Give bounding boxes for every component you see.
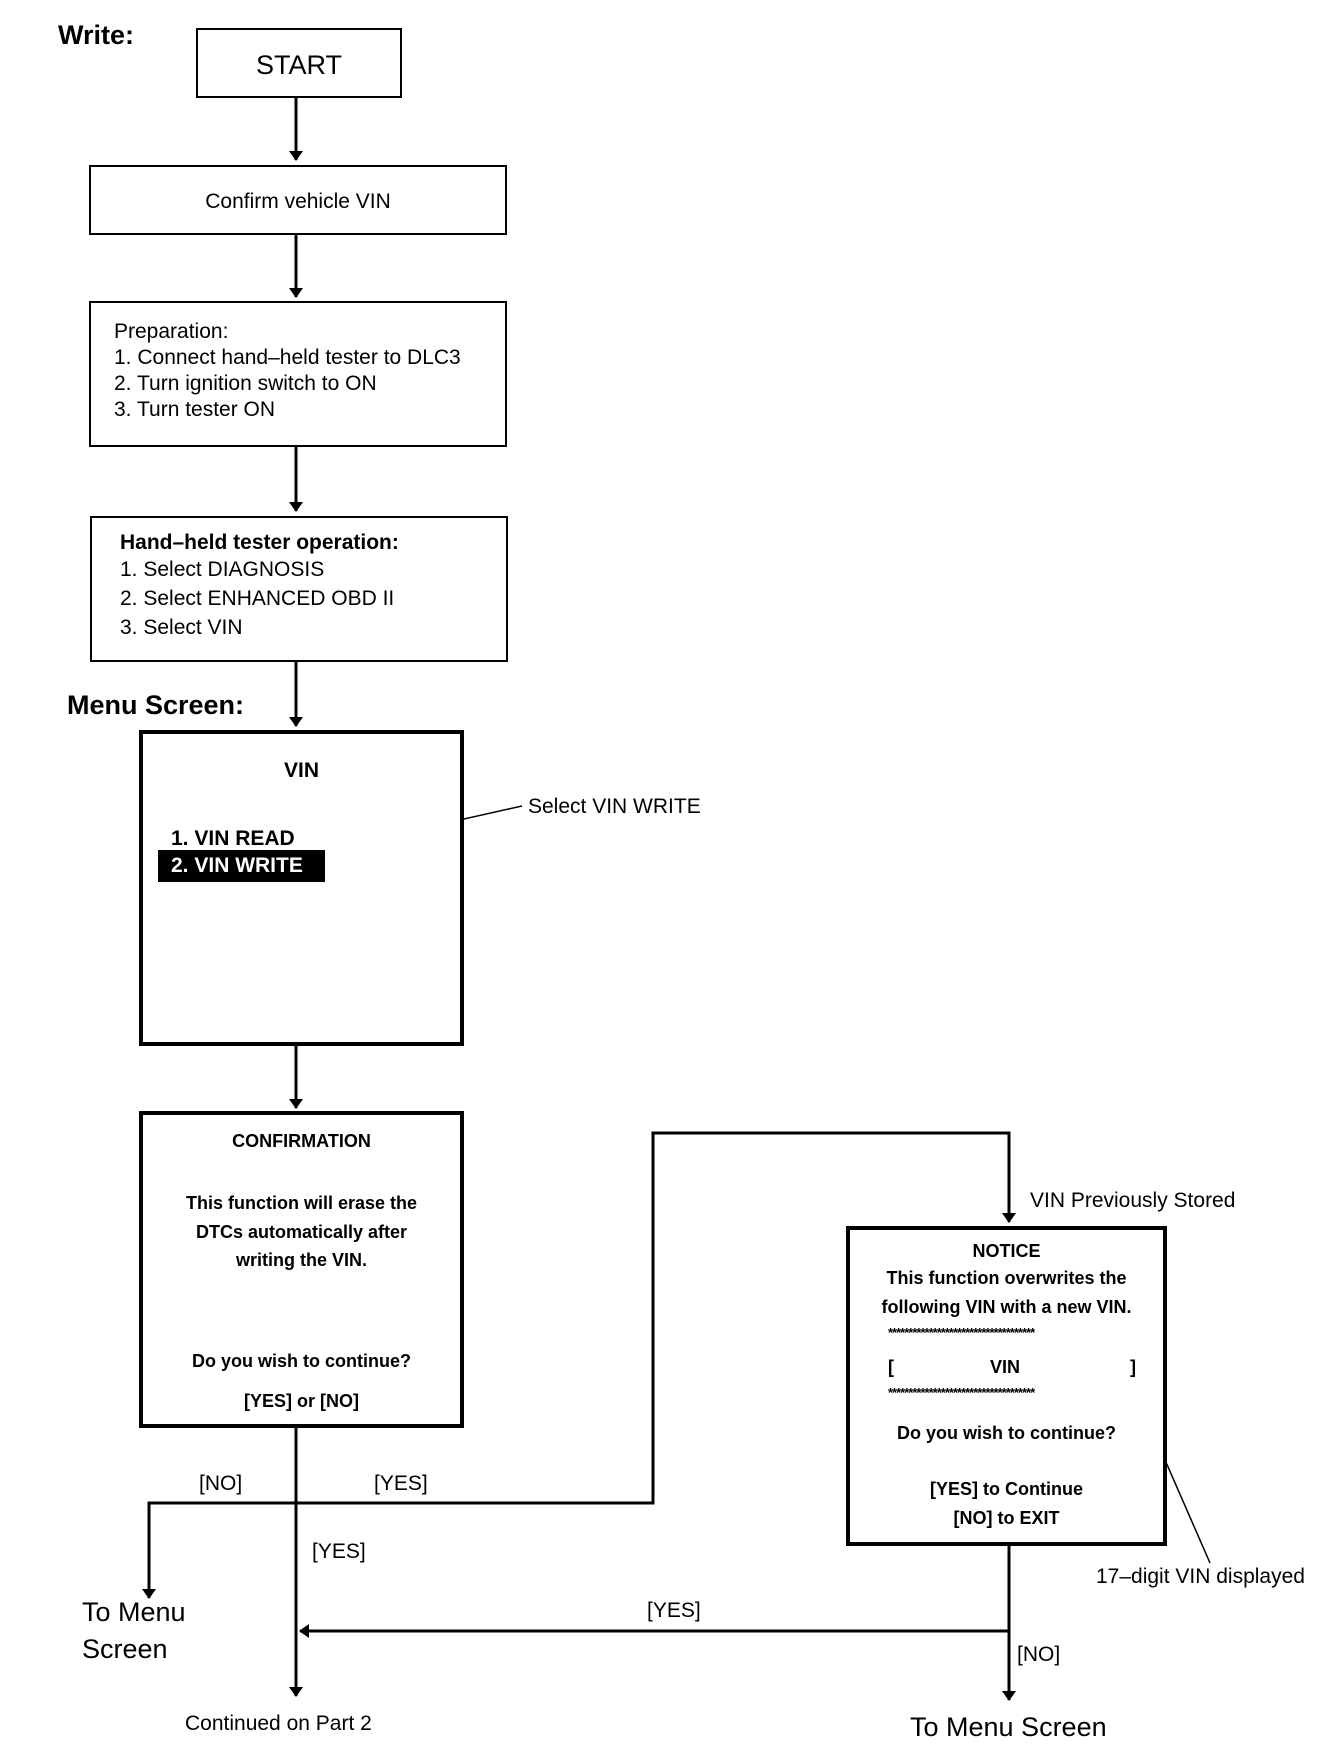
notice-message-line: following VIN with a new VIN. [881, 1297, 1132, 1317]
edge-label-yes: [YES] [312, 1540, 366, 1563]
menu-item-vin-write-selected: 2. VIN WRITE [158, 850, 325, 882]
notice-yes-option: [YES] to Continue [930, 1479, 1083, 1499]
arrow-no-to-menu-left [142, 1501, 296, 1599]
edge-label-no: [NO] [1017, 1643, 1061, 1666]
confirm-vin-node: Confirm vehicle VIN [89, 165, 507, 235]
tester-operation-step: 1. Select DIAGNOSIS [120, 558, 325, 581]
edge-label-yes: [YES] [374, 1472, 428, 1495]
notice-stars-top: ************************************ [888, 1325, 1035, 1340]
notice-title: NOTICE [972, 1241, 1041, 1261]
edge-label-yes: [YES] [647, 1599, 701, 1622]
confirmation-screen: CONFIRMATION This function will erase th… [139, 1111, 464, 1428]
edge-label-no: [NO] [199, 1472, 243, 1495]
notice-stars-bottom: ************************************ [888, 1385, 1035, 1400]
confirmation-message-line: writing the VIN. [235, 1250, 367, 1270]
annotation-vin-displayed: 17–digit VIN displayed [1096, 1565, 1305, 1588]
start-node: START [196, 28, 402, 98]
preparation-title: Preparation: [114, 320, 229, 343]
notice-vin-bracket-close: ] [1130, 1357, 1136, 1377]
section-menu-screen-label: Menu Screen: [67, 690, 245, 720]
annotation-select-vin-write: Select VIN WRITE [528, 795, 701, 818]
terminal-continued: Continued on Part 2 [185, 1712, 372, 1735]
terminal-to-menu-left: To Menu [82, 1597, 186, 1627]
menu-item-vin-read: 1. VIN READ [171, 827, 295, 850]
terminal-to-menu-right: To Menu Screen [910, 1712, 1107, 1742]
tester-operation-step: 3. Select VIN [120, 616, 243, 639]
confirmation-title: CONFIRMATION [232, 1131, 371, 1151]
preparation-step: 2. Turn ignition switch to ON [114, 372, 377, 395]
terminal-to-menu-left: Screen [82, 1634, 168, 1664]
vin-menu-title: VIN [283, 759, 319, 782]
notice-question: Do you wish to continue? [897, 1423, 1116, 1443]
vin-menu-screen: VIN 1. VIN READ 2. VIN WRITE [139, 730, 464, 1046]
notice-message-line: This function overwrites the [886, 1268, 1127, 1288]
tester-operation-title: Hand–held tester operation: [120, 531, 399, 554]
confirmation-message-line: This function will erase the [185, 1193, 418, 1213]
annotation-vin-previously-stored: VIN Previously Stored [1030, 1189, 1236, 1212]
confirm-vin-label: Confirm vehicle VIN [205, 190, 391, 213]
confirmation-message-line: DTCs automatically after [195, 1222, 408, 1242]
tester-operation-node: Hand–held tester operation: 1. Select DI… [90, 516, 508, 662]
tester-operation-step: 2. Select ENHANCED OBD II [120, 587, 395, 610]
confirmation-options: [YES] or [NO] [244, 1391, 359, 1411]
preparation-node: Preparation: 1. Connect hand–held tester… [89, 301, 507, 447]
notice-screen: NOTICE This function overwrites the foll… [846, 1226, 1167, 1546]
preparation-step: 1. Connect hand–held tester to DLC3 [114, 346, 461, 369]
arrow-yes-to-notice [296, 1131, 1016, 1505]
notice-no-option: [NO] to EXIT [953, 1508, 1060, 1528]
preparation-step: 3. Turn tester ON [114, 398, 276, 421]
confirmation-question: Do you wish to continue? [192, 1351, 411, 1371]
menu-item-vin-write: 2. VIN WRITE [171, 854, 303, 877]
section-write-label: Write: [58, 20, 135, 50]
notice-vin-bracket-open: [ [888, 1357, 894, 1377]
start-label: START [255, 50, 342, 80]
notice-vin-field: VIN [990, 1357, 1021, 1377]
